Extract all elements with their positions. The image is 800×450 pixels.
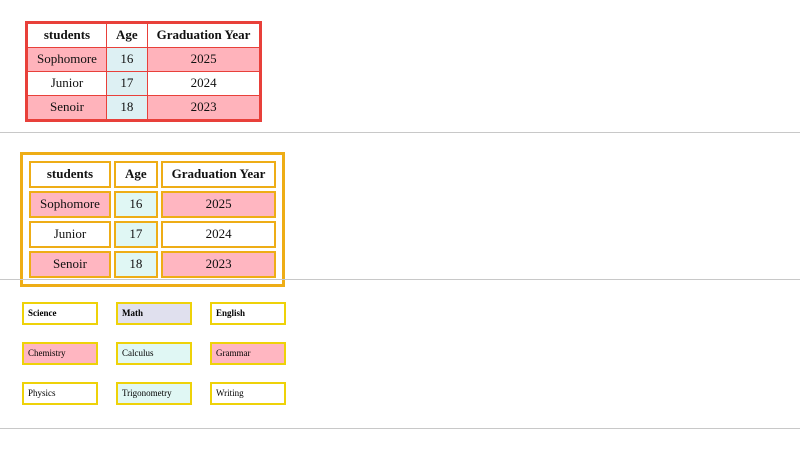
table-row: Sophomore 16 2025 (26, 46, 262, 72)
cell-graduation-year: 2024 (160, 220, 277, 248)
table-row: Senoir 18 2023 (26, 94, 262, 121)
subject-box-physics: Physics (22, 382, 98, 405)
column-header-students: students (29, 161, 111, 188)
cell-age: 16 (114, 190, 158, 218)
cell-student: Junior (26, 70, 107, 96)
table-body: Sophomore 16 2025 Junior 17 2024 Senoir … (29, 190, 277, 278)
subject-box-grammar: Grammar (210, 342, 286, 365)
cell-student: Junior (29, 220, 111, 248)
table-row: Sophomore 16 2025 (29, 190, 277, 218)
subject-box-english: English (210, 302, 286, 325)
cell-age: 18 (106, 94, 148, 121)
subject-box-math: Math (116, 302, 192, 325)
cell-age: 18 (114, 250, 158, 278)
table-row: Senoir 18 2023 (29, 250, 277, 278)
cell-graduation-year: 2023 (146, 94, 262, 121)
table-header-row-group: students Age Graduation Year (26, 22, 262, 48)
table-row: Junior 17 2024 (26, 70, 262, 96)
cell-age: 17 (114, 220, 158, 248)
student-table-separated-container: students Age Graduation Year Sophomore 1… (20, 152, 286, 287)
cell-graduation-year: 2025 (146, 46, 262, 72)
divider-after-grid (0, 428, 800, 429)
cell-student: Senoir (26, 94, 107, 121)
subject-box-chemistry: Chemistry (22, 342, 98, 365)
table-header-row: students Age Graduation Year (26, 22, 262, 48)
table-row: Junior 17 2024 (29, 220, 277, 248)
column-header-graduation-year: Graduation Year (160, 161, 277, 188)
subject-box-trigonometry: Trigonometry (116, 382, 192, 405)
cell-graduation-year: 2024 (146, 70, 262, 96)
subject-box-writing: Writing (210, 382, 286, 405)
cell-student: Sophomore (29, 190, 111, 218)
table-header-row: students Age Graduation Year (29, 161, 277, 188)
cell-graduation-year: 2023 (160, 250, 277, 278)
cell-graduation-year: 2025 (160, 190, 277, 218)
subject-grid: Science Math English Chemistry Calculus … (22, 302, 302, 405)
table-body: Sophomore 16 2025 Junior 17 2024 Senoir … (26, 46, 262, 121)
student-table-collapsed: students Age Graduation Year Sophomore 1… (25, 21, 263, 122)
subject-box-science: Science (22, 302, 98, 325)
column-header-students: students (26, 22, 107, 48)
divider-after-table-1 (0, 132, 800, 133)
cell-student: Sophomore (26, 46, 107, 72)
cell-age: 16 (106, 46, 148, 72)
student-table-collapsed-container: students Age Graduation Year Sophomore 1… (25, 21, 263, 122)
subject-box-calculus: Calculus (116, 342, 192, 365)
cell-student: Senoir (29, 250, 111, 278)
column-header-graduation-year: Graduation Year (146, 22, 262, 48)
divider-after-table-2 (0, 279, 800, 280)
column-header-age: Age (106, 22, 148, 48)
cell-age: 17 (106, 70, 148, 96)
student-table-separated: students Age Graduation Year Sophomore 1… (20, 152, 286, 287)
table-header-row-group: students Age Graduation Year (29, 161, 277, 188)
column-header-age: Age (114, 161, 158, 188)
